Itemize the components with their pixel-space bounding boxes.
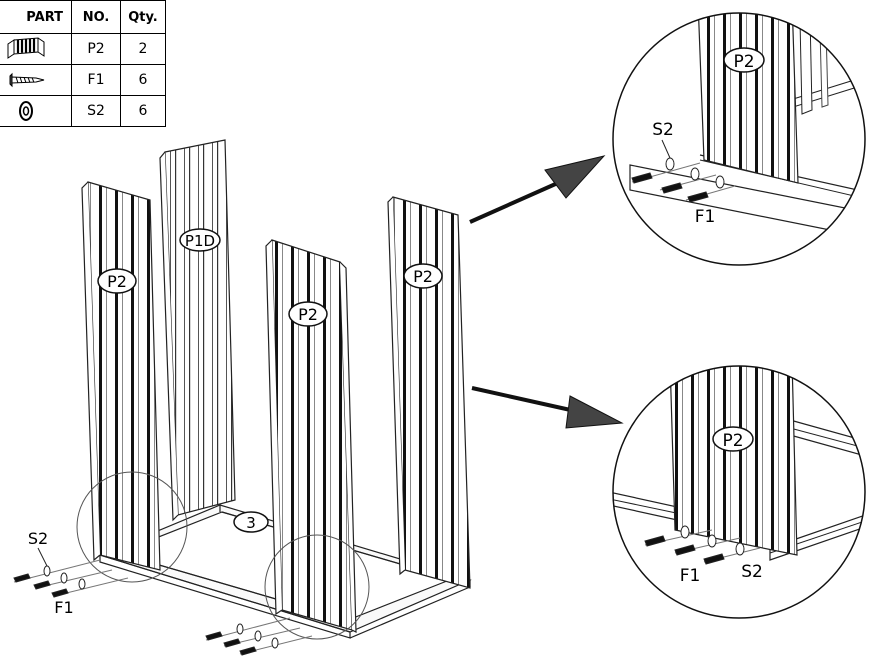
detail-top-label-f1: F1 xyxy=(695,207,716,227)
detail-circle-top: P2 S2 F1 xyxy=(612,12,866,266)
detail-bottom-label-f1: F1 xyxy=(680,566,701,586)
fasteners-center xyxy=(205,617,313,656)
svg-text:3: 3 xyxy=(246,514,256,532)
svg-text:P2: P2 xyxy=(413,267,433,286)
panel-p1d xyxy=(159,139,236,522)
parts-table: PART NO. Qty. P2 2 xyxy=(0,0,166,127)
screw-icon xyxy=(9,72,45,88)
detail-bottom-label-s2: S2 xyxy=(741,562,763,582)
label-p1d: P1D xyxy=(179,228,221,252)
table-row: F1 6 xyxy=(0,64,166,96)
detail-top-label-p2: P2 xyxy=(733,52,754,72)
svg-text:P2: P2 xyxy=(107,272,127,291)
header-no: NO. xyxy=(71,0,121,34)
part-number: S2 xyxy=(71,95,121,127)
label-base-3: 3 xyxy=(233,511,269,533)
callout-circle-center xyxy=(264,534,370,640)
detail-top-label-s2: S2 xyxy=(652,120,674,140)
part-qty: 6 xyxy=(120,64,166,96)
parts-table-header: PART NO. Qty. xyxy=(0,0,166,34)
label-p2-right: P2 xyxy=(403,263,443,289)
fasteners-left xyxy=(13,547,129,598)
svg-text:P1D: P1D xyxy=(185,232,215,250)
detail-circle-bottom: P2 F1 S2 xyxy=(612,365,866,619)
part-number: P2 xyxy=(71,33,121,65)
panel-p2-left xyxy=(81,181,161,571)
panel-p2-right xyxy=(387,196,471,589)
part-qty: 2 xyxy=(120,33,166,65)
arrow-to-bottom-detail xyxy=(471,386,624,429)
header-part: PART xyxy=(0,0,72,34)
callout-circle-left xyxy=(76,471,188,583)
panel-p2-center xyxy=(265,239,357,633)
part-qty: 6 xyxy=(120,95,166,127)
part-number: F1 xyxy=(71,64,121,96)
table-row: P2 2 xyxy=(0,33,166,65)
label-f1: F1 xyxy=(54,598,73,617)
table-row: S2 6 xyxy=(0,95,166,127)
part-cell xyxy=(0,95,72,127)
label-p2-left: P2 xyxy=(97,268,137,294)
label-s2: S2 xyxy=(28,529,48,548)
washer-icon xyxy=(19,101,33,121)
panel-icon xyxy=(7,37,45,59)
arrow-to-top-detail xyxy=(469,155,606,224)
svg-text:P2: P2 xyxy=(298,305,318,324)
detail-bottom-label-p2: P2 xyxy=(722,431,743,451)
label-p2-center: P2 xyxy=(288,301,328,327)
header-qty: Qty. xyxy=(120,0,166,34)
